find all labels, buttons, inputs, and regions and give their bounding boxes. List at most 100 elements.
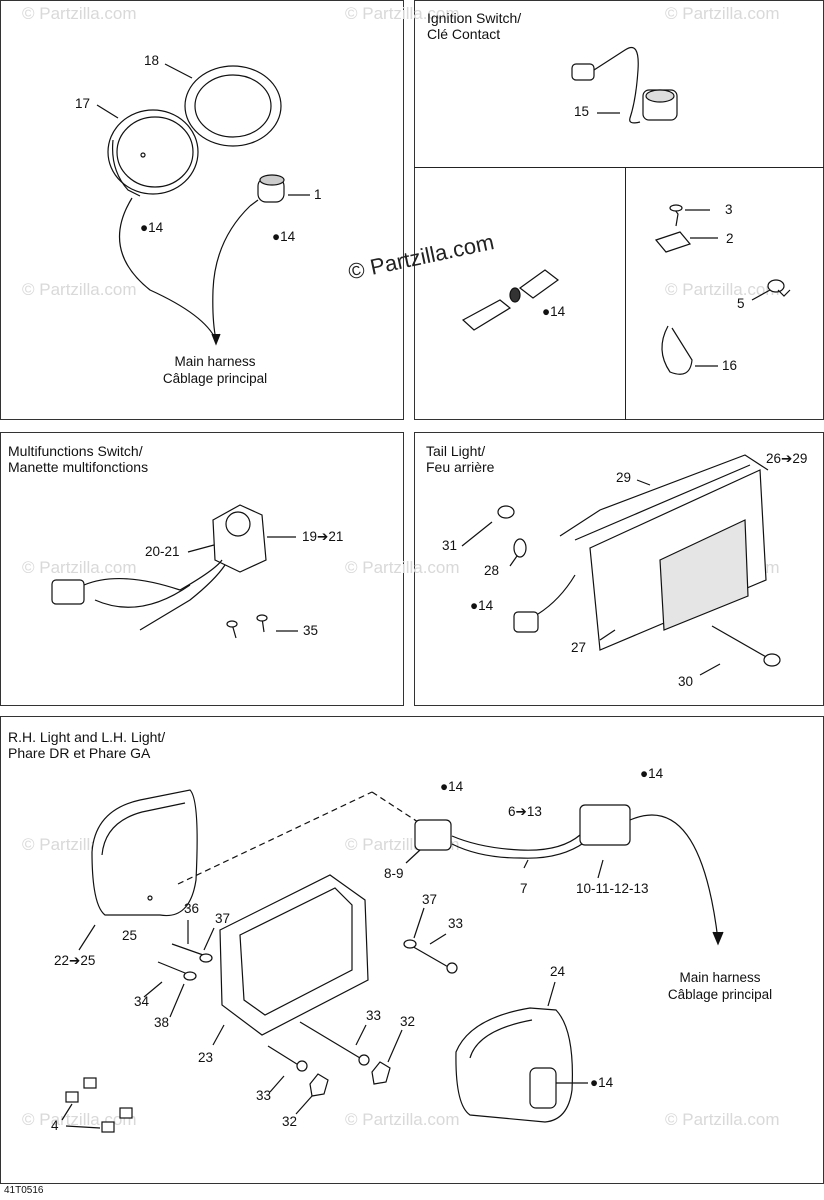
watermark: © Partzilla.com — [665, 4, 780, 23]
headlights-title: R.H. Light and L.H. Light/ Phare DR et P… — [8, 729, 166, 761]
callout-18: 18 — [144, 53, 160, 68]
callout-20-21: 20-21 — [145, 544, 180, 559]
callout-33-top: 33 — [448, 916, 464, 931]
callout-32-bottom: 32 — [282, 1114, 298, 1129]
watermark: © Partzilla.com — [22, 280, 137, 299]
callout-33-mid: 33 — [366, 1008, 382, 1023]
multifunction-title: Multifunctions Switch/ Manette multifonc… — [8, 443, 149, 475]
callout-14-harness-left: 14 — [440, 779, 463, 794]
watermark: © Partzilla.com — [665, 1110, 780, 1129]
screw-30 — [711, 625, 781, 667]
lamp-ring-18 — [184, 65, 282, 147]
callout-37-right: 37 — [422, 892, 438, 907]
callout-8-9: 8-9 — [384, 866, 404, 881]
oil-drop-icon — [440, 779, 448, 794]
dash-leader-2 — [371, 791, 419, 823]
clips-4 — [65, 1077, 133, 1133]
callout-27: 27 — [571, 640, 587, 655]
callout-16: 16 — [722, 358, 738, 373]
callout-14-socket: 14 — [272, 229, 295, 244]
callout-14-headlight: 14 — [590, 1075, 613, 1090]
callout-14-harness-right: 14 — [640, 766, 663, 781]
panel-ignition — [414, 0, 824, 420]
oil-drop-icon — [140, 220, 148, 235]
callout-34: 34 — [134, 994, 150, 1009]
headlight-frame-23 — [219, 874, 369, 1036]
screws-34-36 — [157, 943, 213, 981]
multifunction-switch — [51, 504, 267, 631]
taillight-title: Tail Light/ Feu arrière — [426, 443, 495, 475]
callout-2: 2 — [726, 231, 734, 246]
callout-36: 36 — [184, 901, 200, 916]
callout-7: 7 — [520, 881, 528, 896]
main-harness-label-fr-2: Câblage principal — [667, 987, 773, 1002]
knob-32a — [371, 1061, 391, 1085]
callout-25: 25 — [122, 928, 138, 943]
panel-headlights — [0, 716, 824, 1184]
clip-2-screw-3 — [654, 204, 692, 253]
callout-14-lamp: 14 — [140, 220, 163, 235]
oil-drop-icon — [640, 766, 648, 781]
callout-31: 31 — [442, 538, 458, 553]
connector-tail — [513, 574, 576, 633]
screws-35 — [226, 614, 268, 639]
ignition-switch-15 — [571, 46, 678, 124]
callout-19-21: 19➔21 — [302, 529, 344, 544]
dash-leader — [177, 791, 373, 885]
watermark: © Partzilla.com — [345, 4, 460, 23]
wiring-harness-7 — [414, 804, 724, 946]
oil-drop-icon — [272, 229, 280, 244]
harness-arrow — [211, 333, 221, 346]
headlight-lens-25 — [91, 789, 198, 917]
cable-tie-16 — [661, 325, 693, 375]
bolt-33b — [299, 1021, 370, 1066]
harness-wire-left — [118, 197, 217, 341]
lamp-housing-17 — [107, 109, 199, 197]
callout-15: 15 — [574, 104, 590, 119]
callout-14-connectors: 14 — [542, 304, 565, 319]
callout-10-13: 10-11-12-13 — [576, 881, 649, 896]
callout-38: 38 — [154, 1015, 170, 1030]
callout-1: 1 — [314, 187, 322, 202]
ignition-vdivider — [625, 167, 626, 420]
watermark: © Partzilla.com — [345, 1110, 460, 1129]
bulb-socket-1 — [249, 174, 285, 207]
knob-32b — [309, 1073, 329, 1097]
headlight-24 — [455, 1007, 573, 1123]
callout-24: 24 — [550, 964, 566, 979]
main-harness-label-fr: Câblage principal — [162, 371, 268, 386]
callout-3: 3 — [725, 202, 733, 217]
panel-multifunction — [0, 432, 404, 706]
bolt-33a — [403, 939, 458, 974]
terminal-connectors — [461, 269, 560, 331]
nut-31 — [497, 505, 515, 519]
tail-light — [559, 454, 769, 651]
callout-35: 35 — [303, 623, 319, 638]
oil-drop-icon — [542, 304, 550, 319]
watermark: © Partzilla.com — [345, 558, 460, 577]
callout-30: 30 — [678, 674, 694, 689]
callout-33-bottom: 33 — [256, 1088, 272, 1103]
callout-32-top: 32 — [400, 1014, 416, 1029]
panel-lights — [0, 0, 404, 420]
bolt-33c — [267, 1045, 308, 1072]
callout-26-29: 26➔29 — [766, 451, 808, 466]
callout-23: 23 — [198, 1050, 214, 1065]
callout-14-tail: 14 — [470, 598, 493, 613]
oil-drop-icon — [470, 598, 478, 613]
callout-28: 28 — [484, 563, 500, 578]
push-rivet-5 — [767, 279, 791, 297]
watermark: © Partzilla.com — [665, 280, 780, 299]
drawing-code: 41T0516 — [4, 1185, 44, 1196]
callout-29: 29 — [616, 470, 632, 485]
callout-22-25: 22➔25 — [54, 953, 96, 968]
main-harness-label-en: Main harness — [174, 354, 256, 369]
watermark: © Partzilla.com — [22, 558, 137, 577]
ignition-divider — [414, 167, 824, 168]
main-harness-label-en-2: Main harness — [679, 970, 761, 985]
tail-bulb-28 — [513, 538, 527, 558]
ignition-title: Ignition Switch/ Clé Contact — [427, 10, 522, 42]
callout-4: 4 — [51, 1118, 59, 1133]
callout-5: 5 — [737, 296, 745, 311]
